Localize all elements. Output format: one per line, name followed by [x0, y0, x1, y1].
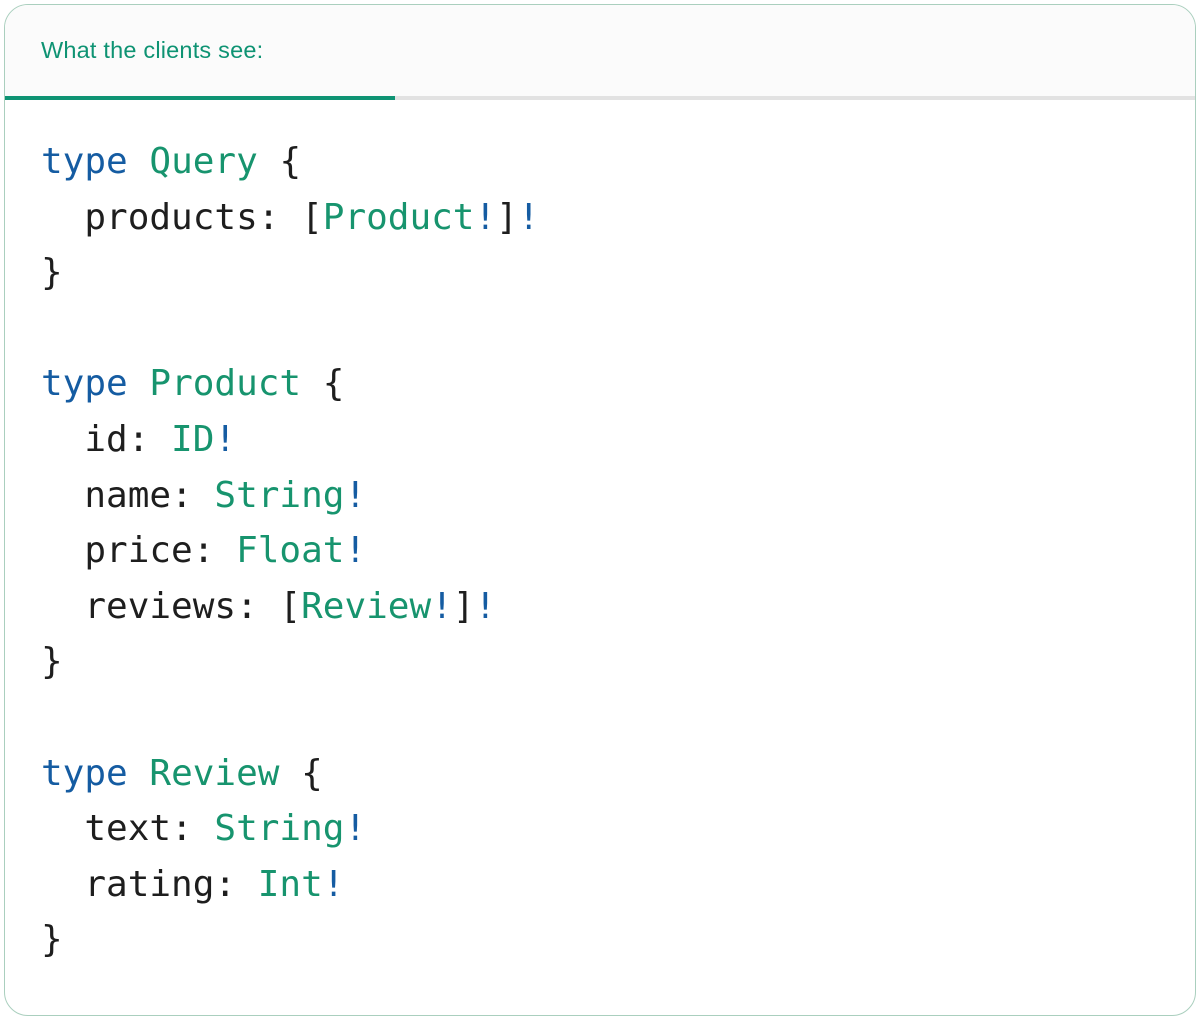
code-line: type Review {: [41, 752, 323, 794]
code-line: }: [41, 641, 63, 683]
tab-what-the-clients-see[interactable]: What the clients see:: [5, 5, 395, 100]
tab-label: What the clients see:: [41, 37, 264, 63]
code-line: text: String!: [41, 808, 367, 850]
code-line: rating: Int!: [41, 863, 345, 905]
code-panel: What the clients see: type Query { produ…: [4, 4, 1196, 1016]
code-line: products: [Product!]!: [41, 196, 540, 238]
code-line: }: [41, 252, 63, 294]
tab-bar: What the clients see:: [5, 5, 1195, 100]
code-line: [41, 690, 1165, 746]
code-line: type Query {: [41, 141, 302, 182]
code-block: type Query { products: [Product!]!} type…: [5, 100, 1195, 988]
code-line: }: [41, 919, 63, 961]
code-line: type Product {: [41, 363, 345, 405]
code-line: name: String!: [41, 474, 367, 516]
code-line: [41, 301, 1165, 357]
code-line: reviews: [Review!]!: [41, 585, 497, 627]
code-line: price: Float!: [41, 530, 367, 572]
code-line: id: ID!: [41, 418, 237, 460]
